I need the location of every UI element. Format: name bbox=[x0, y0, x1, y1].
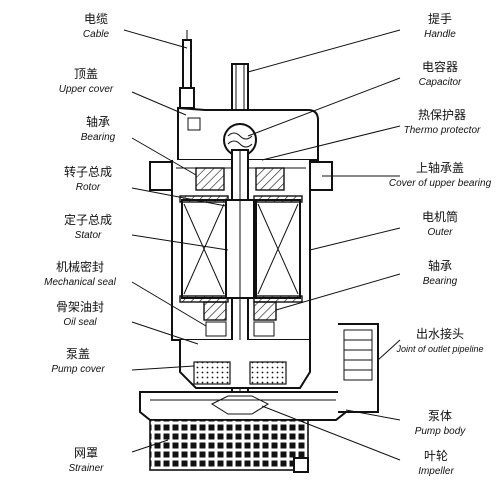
label-en-impeller: Impeller bbox=[418, 466, 454, 477]
rotor-shaft bbox=[225, 149, 255, 421]
label-cn-upper-cover: 顶盖 bbox=[74, 67, 98, 81]
label-cn-pump-cover: 泵盖 bbox=[66, 347, 90, 361]
lower-bearing bbox=[203, 301, 277, 321]
cable bbox=[179, 30, 195, 109]
right-labels: 提手 Handle 电容器 Capacitor 热保护器 Thermo prot… bbox=[389, 11, 492, 477]
leader-lines-left bbox=[123, 29, 229, 453]
label-cn-bearing-lower: 轴承 bbox=[428, 258, 452, 273]
impeller bbox=[210, 395, 270, 415]
label-en-upper-bearing-cover: Cover of upper bearing bbox=[389, 178, 492, 189]
label-en-strainer: Strainer bbox=[68, 463, 104, 474]
left-labels: 电缆 Cable 顶盖 Upper cover 轴承 Bearing 转子总成 … bbox=[44, 12, 116, 474]
label-en-thermo-protector: Thermo protector bbox=[404, 125, 481, 136]
label-en-stator: Stator bbox=[75, 230, 102, 241]
label-en-outer: Outer bbox=[427, 227, 453, 238]
pump-cover bbox=[179, 340, 311, 389]
label-cn-pump-body: 泵体 bbox=[428, 409, 452, 423]
outlet-joint bbox=[338, 323, 379, 413]
label-cn-mechanical-seal: 机械密封 bbox=[56, 259, 104, 274]
label-cn-upper-bearing-cover: 上轴承盖 bbox=[416, 160, 464, 175]
label-en-mechanical-seal: Mechanical seal bbox=[44, 277, 116, 288]
label-cn-outer: 电机筒 bbox=[422, 209, 458, 224]
label-en-capacitor: Capacitor bbox=[419, 77, 462, 88]
capacitor bbox=[223, 123, 257, 157]
label-cn-capacitor: 电容器 bbox=[422, 59, 458, 74]
label-cn-stator: 定子总成 bbox=[64, 212, 112, 227]
label-en-bearing-lower: Bearing bbox=[423, 276, 458, 287]
leader-lines-right bbox=[247, 29, 401, 461]
label-cn-thermo-protector: 热保护器 bbox=[418, 108, 466, 122]
label-cn-strainer: 网罩 bbox=[74, 446, 98, 460]
label-cn-cable: 电缆 bbox=[84, 12, 108, 26]
label-en-handle: Handle bbox=[424, 29, 456, 40]
label-cn-outlet-joint: 出水接头 bbox=[416, 326, 464, 341]
label-en-rotor: Rotor bbox=[76, 182, 101, 193]
label-cn-rotor: 转子总成 bbox=[64, 164, 112, 179]
label-cn-bearing-upper: 轴承 bbox=[86, 114, 110, 129]
handle bbox=[231, 63, 249, 115]
label-en-outlet-joint: Joint of outlet pipeline bbox=[395, 344, 483, 354]
label-cn-oil-seal: 骨架油封 bbox=[56, 300, 104, 314]
label-en-upper-cover: Upper cover bbox=[59, 84, 114, 95]
label-cn-impeller: 叶轮 bbox=[424, 449, 448, 463]
upper-bearing bbox=[195, 167, 285, 191]
label-cn-handle: 提手 bbox=[428, 11, 452, 26]
label-en-pump-cover: Pump cover bbox=[51, 364, 105, 375]
label-en-cable: Cable bbox=[83, 29, 110, 40]
label-en-bearing-upper: Bearing bbox=[81, 132, 116, 143]
label-en-pump-body: Pump body bbox=[415, 426, 467, 437]
strainer bbox=[149, 419, 309, 473]
label-en-oil-seal: Oil seal bbox=[63, 317, 97, 328]
